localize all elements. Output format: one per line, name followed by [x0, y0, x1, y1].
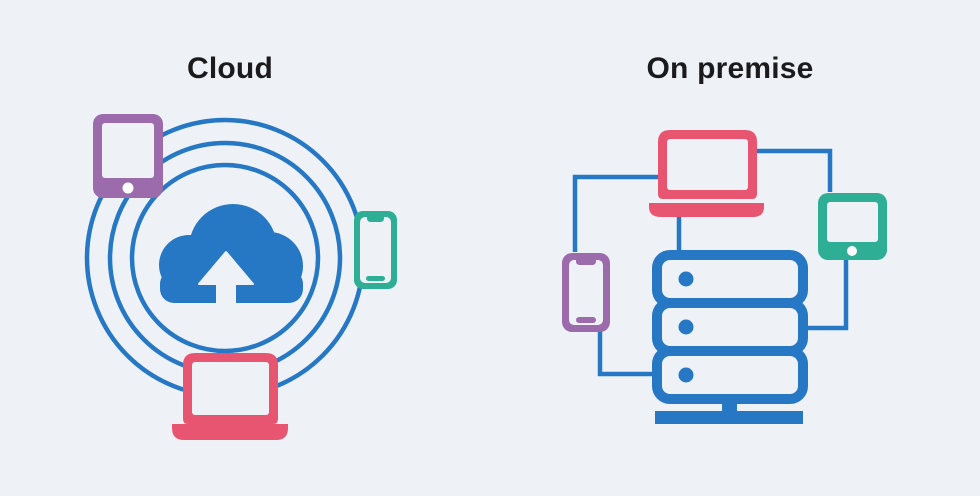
cloud-upload-icon	[159, 204, 303, 307]
laptop-screen	[667, 139, 748, 190]
tablet-screen	[102, 123, 154, 178]
tablet-home-button	[847, 246, 857, 256]
laptop-base	[649, 203, 764, 217]
server-stand-stem	[722, 399, 737, 413]
phone-screen	[360, 217, 391, 283]
connector-laptop-phone	[572, 174, 658, 252]
onprem-panel-title: On premise	[646, 52, 814, 85]
smartphone-icon	[562, 253, 610, 332]
server-unit-led	[678, 367, 694, 383]
upload-arrow-icon	[198, 251, 254, 307]
onprem-panel	[562, 130, 887, 424]
cloud-panel-title: Cloud	[187, 52, 273, 85]
phone-notch	[367, 214, 384, 222]
laptop-base	[172, 424, 288, 440]
network-ring	[129, 162, 321, 354]
connector-lines	[572, 148, 849, 377]
tablet-icon	[93, 114, 163, 198]
smartphone-icon	[354, 211, 397, 289]
phone-home-indicator	[366, 276, 385, 281]
connector-laptop-tablet	[757, 148, 833, 192]
tablet-icon	[818, 193, 887, 260]
server-unit-led	[678, 319, 694, 335]
tablet-screen	[827, 202, 878, 242]
server-icon	[652, 250, 808, 424]
laptop-screen	[192, 362, 269, 415]
server-unit-led	[678, 271, 694, 287]
laptop-icon	[649, 130, 764, 217]
tablet-home-button	[122, 182, 134, 194]
connector-tablet-server	[805, 259, 849, 331]
cloud-panel	[84, 114, 397, 440]
phone-home-indicator	[576, 317, 596, 323]
phone-notch	[576, 257, 596, 265]
laptop-icon	[172, 353, 288, 440]
server-stand-base	[655, 411, 803, 424]
phone-screen	[569, 260, 603, 325]
connector-phone-server	[597, 331, 657, 377]
